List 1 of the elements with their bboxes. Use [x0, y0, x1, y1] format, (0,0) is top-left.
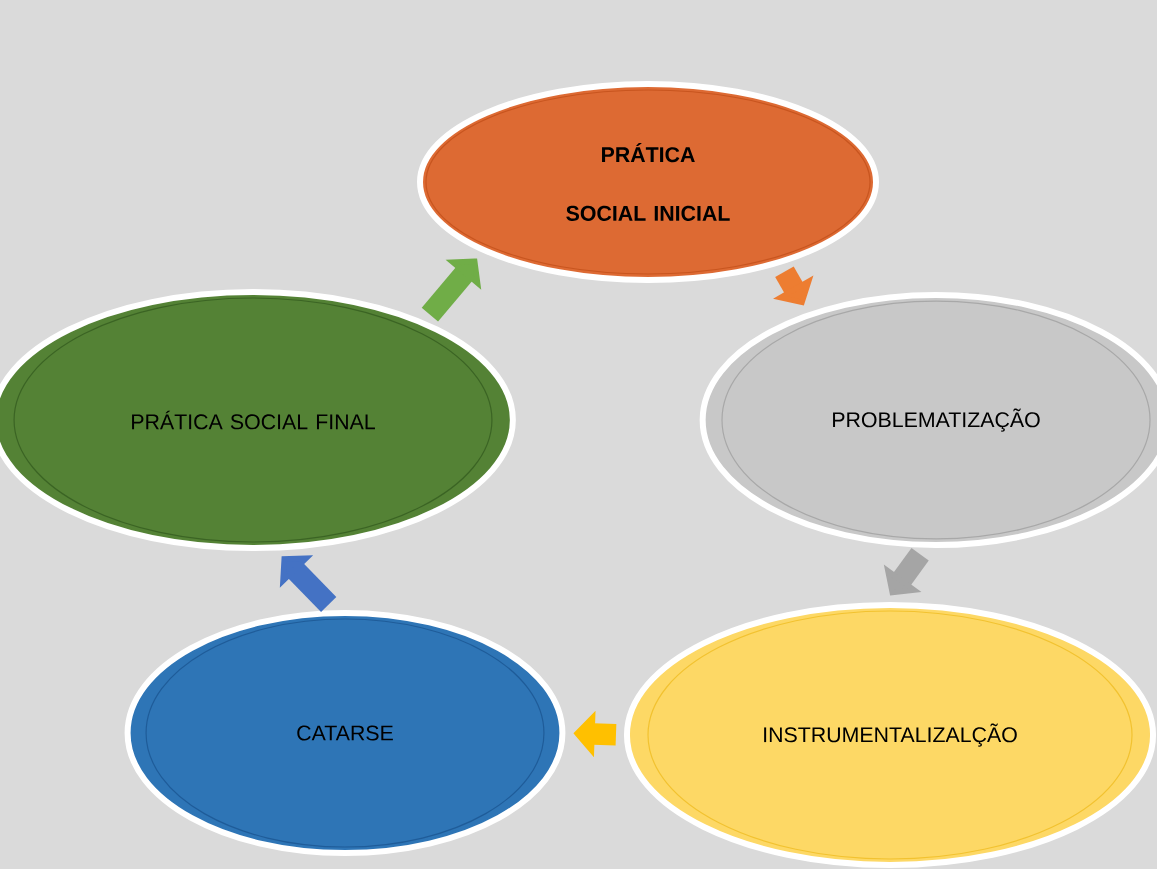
block-arrow — [279, 555, 337, 612]
